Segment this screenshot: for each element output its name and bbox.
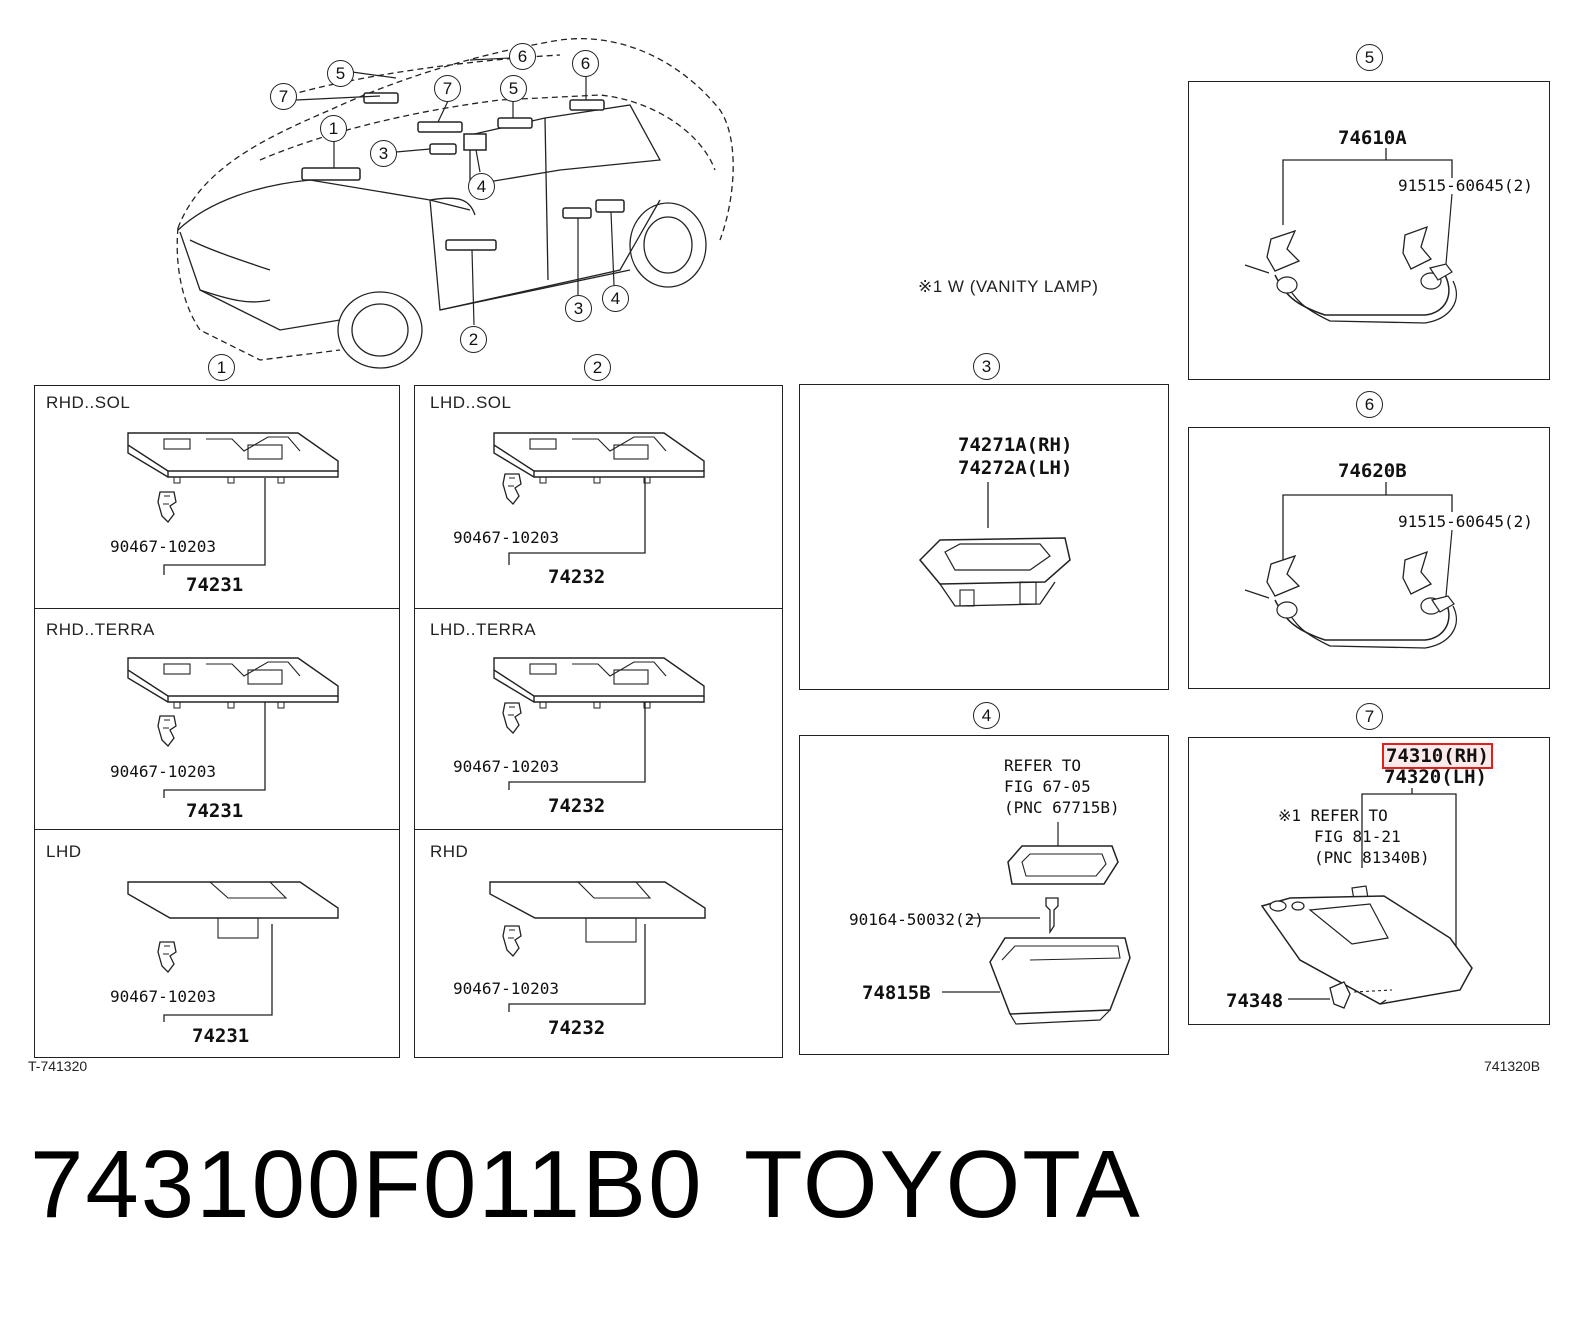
panel-6-callout: 6 xyxy=(1356,391,1383,418)
callout-4-vehicle: 4 xyxy=(468,173,495,200)
panel-3-callout: 3 xyxy=(973,353,1000,380)
panel-1 xyxy=(34,385,400,1058)
panel-2-variant-1-label: LHD..SOL xyxy=(430,393,512,412)
callout-3-vehicle: 3 xyxy=(370,140,397,167)
panel-7 xyxy=(1188,737,1550,1025)
panel-7-part-rh[interactable]: 74310(RH) xyxy=(1382,743,1493,769)
figure-code-left: T-741320 xyxy=(28,1058,88,1074)
panel-2-callout: 2 xyxy=(584,354,611,381)
callout-5-vehicle: 5 xyxy=(327,60,354,87)
panel-1-callout: 1 xyxy=(208,354,235,381)
panel-1-variant-1-clip: 90467-10203 xyxy=(110,537,216,556)
panel-2-divider-a xyxy=(414,608,783,609)
panel-3-part-lh: 74272A(LH) xyxy=(958,457,1073,479)
panel-6-part: 74620B xyxy=(1338,460,1407,482)
panel-5 xyxy=(1188,81,1550,380)
figure-code-right: 741320B xyxy=(1484,1058,1541,1074)
title-part-number: 743100F011B0 xyxy=(30,1131,704,1238)
callout-5-vehicle-b: 5 xyxy=(500,75,527,102)
panel-7-holder: 74348 xyxy=(1226,990,1284,1012)
panel-7-refer-2: FIG 81-21 xyxy=(1314,827,1401,846)
panel-1-variant-2-part: 74231 xyxy=(186,800,244,822)
panel-2-variant-2-part: 74232 xyxy=(548,795,606,817)
panel-7-refer-3: (PNC 81340B) xyxy=(1314,848,1430,867)
panel-2 xyxy=(414,385,783,1058)
panel-4-callout: 4 xyxy=(973,702,1000,729)
panel-3-part-rh: 74271A(RH) xyxy=(958,434,1073,456)
panel-2-variant-3-part: 74232 xyxy=(548,1017,606,1039)
panel-1-variant-2-label: RHD..TERRA xyxy=(46,620,155,639)
panel-5-bolt: 91515-60645(2) xyxy=(1398,176,1533,195)
panel-7-part-lh: 74320(LH) xyxy=(1384,766,1487,788)
panel-2-variant-3-label: RHD xyxy=(430,842,469,861)
callout-7-vehicle-b: 7 xyxy=(434,75,461,102)
panel-1-variant-1-part: 74231 xyxy=(186,574,244,596)
callout-4-vehicle-b: 4 xyxy=(602,285,629,312)
panel-1-divider-a xyxy=(34,608,400,609)
panel-3 xyxy=(799,384,1169,690)
vanity-lamp-note: ※1 W (VANITY LAMP) xyxy=(918,277,1099,296)
panel-2-variant-3-clip: 90467-10203 xyxy=(453,979,559,998)
panel-1-variant-3-clip: 90467-10203 xyxy=(110,987,216,1006)
callout-6-vehicle-b: 6 xyxy=(572,50,599,77)
panel-2-variant-2-label: LHD..TERRA xyxy=(430,620,537,639)
callout-6-vehicle: 6 xyxy=(509,43,536,70)
callout-7-vehicle: 7 xyxy=(270,83,297,110)
panel-1-variant-3-label: LHD xyxy=(46,842,82,861)
panel-5-callout: 5 xyxy=(1356,44,1383,71)
panel-2-variant-1-clip: 90467-10203 xyxy=(453,528,559,547)
panel-6 xyxy=(1188,427,1550,689)
panel-4-part: 74815B xyxy=(862,982,931,1004)
panel-4-refer-1: REFER TO xyxy=(1004,756,1082,775)
panel-4-refer-2: FIG 67-05 xyxy=(1004,777,1091,796)
callout-3-vehicle-b: 3 xyxy=(565,295,592,322)
grip-drawings xyxy=(1244,148,1458,649)
panel-4-refer-3: (PNC 67715B) xyxy=(1004,798,1120,817)
panel-4-screw: 90164-50032(2) xyxy=(849,910,984,929)
panel-7-callout: 7 xyxy=(1356,703,1383,730)
panel-1-variant-2-clip: 90467-10203 xyxy=(110,762,216,781)
panel-3-drawing xyxy=(918,482,1071,607)
panel-4-drawing xyxy=(942,822,1131,1025)
panel-1-divider-b xyxy=(34,829,400,830)
callout-1-vehicle: 1 xyxy=(320,115,347,142)
panel-7-refer-1: ※1 REFER TO xyxy=(1278,806,1388,825)
panel-1-variant-3-part: 74231 xyxy=(192,1025,250,1047)
lamp-drawings xyxy=(127,432,706,1022)
panel-7-drawing xyxy=(1260,788,1473,1009)
panel-2-variant-1-part: 74232 xyxy=(548,566,606,588)
panel-2-divider-b xyxy=(414,829,783,830)
panel-4 xyxy=(799,735,1169,1055)
panel-1-variant-1-label: RHD..SOL xyxy=(46,393,131,412)
callout-2-vehicle: 2 xyxy=(460,326,487,353)
panel-6-bolt: 91515-60645(2) xyxy=(1398,512,1533,531)
panel-2-variant-2-clip: 90467-10203 xyxy=(453,757,559,776)
title-brand: TOYOTA xyxy=(744,1131,1142,1238)
panel-5-part: 74610A xyxy=(1338,127,1407,149)
